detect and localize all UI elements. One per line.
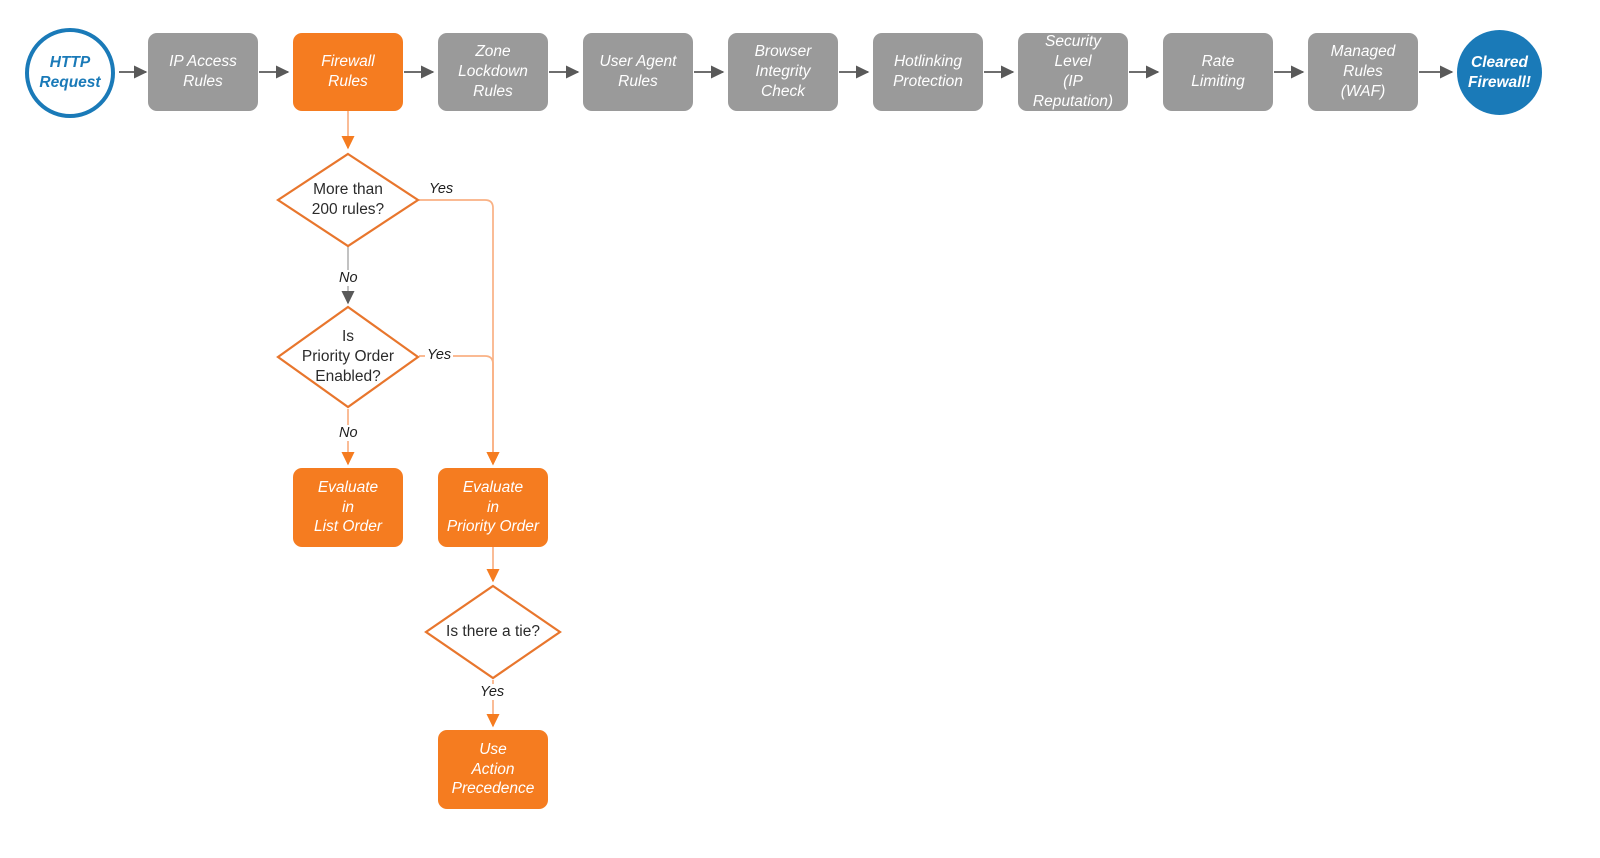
decision-more-than-200-rules-label: More than 200 rules? — [311, 180, 385, 218]
edge-yes-200-to-priority-order — [419, 199, 500, 466]
diamond-shape — [424, 584, 562, 680]
decision-is-there-a-tie-label: Is there a tie? — [446, 622, 540, 640]
diamond-shape — [276, 152, 420, 248]
node-managed-rules-waf[interactable]: Managed Rules (WAF) — [1308, 33, 1418, 111]
node-browser-integrity-check[interactable]: Browser Integrity Check — [728, 33, 838, 111]
node-http-request[interactable]: HTTP Request — [25, 28, 115, 118]
edge-label-no-priority-order: No — [337, 425, 360, 441]
node-firewall-rules[interactable]: Firewall Rules — [293, 33, 403, 111]
edge-label-yes-priority-order: Yes — [425, 347, 454, 363]
node-user-agent-rules[interactable]: User Agent Rules — [583, 33, 693, 111]
node-hotlinking-protection[interactable]: Hotlinking Protection — [873, 33, 983, 111]
node-evaluate-in-list-order[interactable]: Evaluate in List Order — [293, 468, 403, 547]
decision-is-there-a-tie[interactable]: Is there a tie? — [424, 584, 562, 680]
edge-label-no-more-than-200: No — [337, 270, 360, 286]
node-security-level[interactable]: Security Level (IP Reputation) — [1018, 33, 1128, 111]
diamond-shape — [276, 305, 420, 409]
decision-more-than-200-rules[interactable]: More than 200 rules? — [276, 152, 420, 248]
node-zone-lockdown-rules[interactable]: Zone Lockdown Rules — [438, 33, 548, 111]
node-rate-limiting[interactable]: Rate Limiting — [1163, 33, 1273, 111]
edge-label-yes-more-than-200: Yes — [427, 181, 456, 197]
node-cleared-firewall[interactable]: Cleared Firewall! — [1457, 30, 1542, 115]
decision-priority-order-enabled-label: Is Priority Order Enabled? — [301, 327, 395, 386]
decision-priority-order-enabled[interactable]: Is Priority Order Enabled? — [276, 305, 420, 409]
edge-yes-priority-to-priority-order — [419, 355, 500, 466]
node-evaluate-in-priority-order[interactable]: Evaluate in Priority Order — [438, 468, 548, 547]
node-ip-access-rules[interactable]: IP Access Rules — [148, 33, 258, 111]
edge-label-yes-is-there-a-tie: Yes — [478, 684, 507, 700]
node-use-action-precedence[interactable]: Use Action Precedence — [438, 730, 548, 809]
